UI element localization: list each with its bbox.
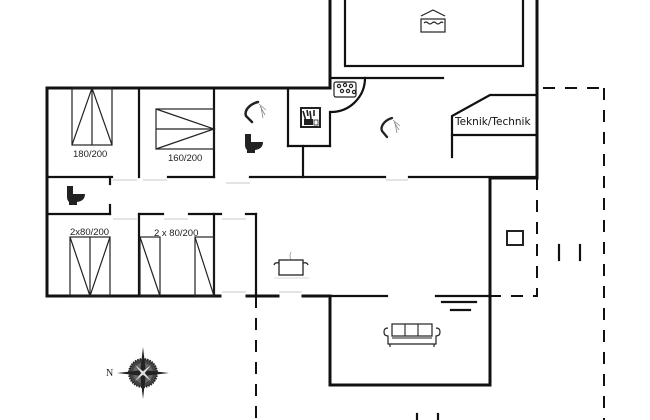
kitchen-pot-icon [273, 251, 309, 279]
outer-walls [45, 86, 539, 387]
bed-label: 180/200 [73, 149, 107, 160]
sauna-icon [300, 107, 321, 128]
toilet-icon [67, 186, 85, 205]
terrace-outline [255, 87, 605, 420]
sofa-icon [383, 323, 441, 347]
outdoor-shower [506, 230, 524, 246]
compass-rose-icon [117, 347, 169, 399]
bed-2x80-200-a: 2x80/200 [69, 227, 111, 298]
shower-icon [244, 100, 267, 124]
compass-north-label: N [106, 368, 113, 379]
bed-label: 160/200 [168, 153, 202, 164]
spa-whirlpool [329, 76, 367, 114]
bed-label: 2x80/200 [70, 227, 109, 238]
fireplace-marks [440, 300, 478, 312]
bed-160-200: 160/200 [155, 108, 216, 164]
spa-whirlpool-icon [333, 81, 357, 98]
pool-icon [420, 9, 446, 33]
technical-room-label: Teknik/Technik [454, 116, 531, 128]
pool-basin [343, 0, 525, 68]
door-openings [113, 179, 408, 293]
bed-2x80-200-b: 2 x 80/200 [139, 228, 215, 297]
bed-label: 2 x 80/200 [154, 228, 198, 239]
toilet-icon [245, 134, 263, 153]
shower-icon [380, 116, 401, 139]
pool-room [328, 0, 539, 180]
bed-180-200: 180/200 [71, 86, 113, 160]
